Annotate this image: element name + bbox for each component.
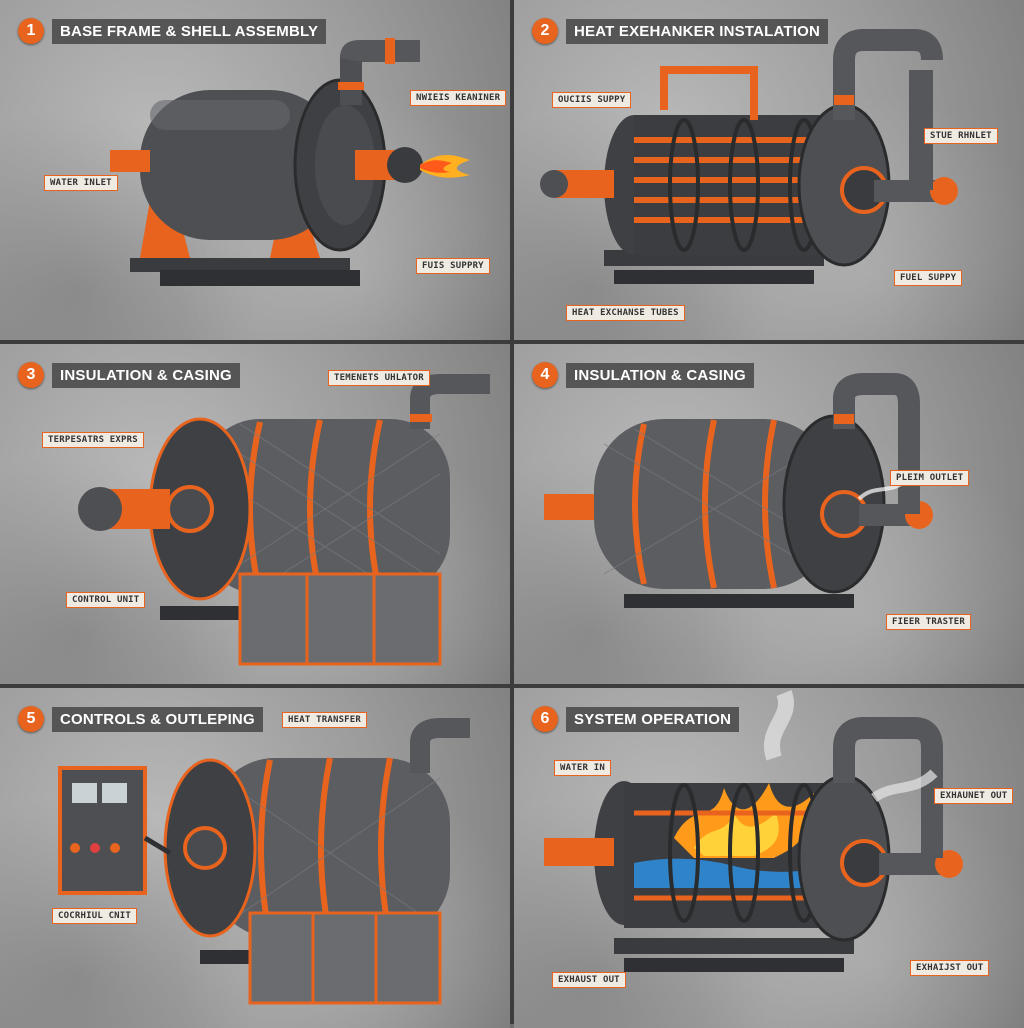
step-title: 6 SYSTEM OPERATION — [532, 706, 740, 732]
step-title: 1 BASE FRAME & SHELL ASSEMBLY — [18, 18, 327, 44]
callout-outlet: STUE RHNLET — [924, 128, 998, 144]
water-inlet-pipe — [110, 150, 150, 172]
water-inlet-pipe — [544, 838, 614, 866]
panel-step-3: 3 INSULATION & CASING TERPESATRS EXPRS T… — [0, 344, 510, 684]
callout-exhaust-top: EXHAUNET OUT — [934, 788, 1014, 804]
step-heading: SYSTEM OPERATION — [566, 706, 740, 732]
step-number-badge: 4 — [532, 362, 558, 388]
step-title: 3 INSULATION & CASING — [18, 362, 240, 388]
step-heading: INSULATION & CASING — [566, 362, 754, 388]
controls-illustration — [58, 718, 470, 1005]
step-heading: CONTROLS & OUTLEPING — [52, 706, 263, 732]
callout-plenum-outlet: PLEIM OUTLET — [890, 470, 970, 486]
step-number-badge: 2 — [532, 18, 558, 44]
heat-exchanger-illustration — [540, 29, 958, 284]
callout-exhaust-left: EXHAUST OUT — [552, 972, 626, 988]
panel-step-1: 1 BASE FRAME & SHELL ASSEMBLY WATER INLE… — [0, 0, 510, 340]
callout-exhaust-right: EXHAIJST OUT — [910, 960, 990, 976]
panel-step-6: 6 SYSTEM OPERATION WATER IN EXHAUNET OUT… — [514, 688, 1024, 1028]
step-number-badge: 6 — [532, 706, 558, 732]
panel-step-4: 4 INSULATION & CASING PLEIM OUTLET FIEER… — [514, 344, 1024, 684]
callout-temperature-sensor: TERPESATRS EXPRS — [42, 432, 144, 448]
callout-insulator: TEMENETS UHLATOR — [328, 370, 430, 386]
step-title: 2 HEAT EXEHANKER INSTALATION — [532, 18, 829, 44]
callout-water-inlet: WATER INLET — [44, 175, 118, 191]
callout-heat-exchange-tubes: HEAT EXCHANSE TUBES — [566, 305, 685, 321]
callout-water-in: WATER IN — [554, 760, 611, 776]
step-number-badge: 1 — [18, 18, 44, 44]
base-frame — [130, 258, 350, 272]
casing-panels — [238, 572, 442, 666]
callout-fuel-supply: FUIS SUPPRY — [416, 258, 490, 274]
lifting-crane — [660, 66, 758, 120]
base-skid — [160, 270, 360, 286]
step-heading: INSULATION & CASING — [52, 362, 240, 388]
insulation-casing-illustration — [78, 374, 490, 666]
step-heading: HEAT EXEHANKER INSTALATION — [566, 18, 829, 44]
insulated-shell — [210, 758, 450, 938]
inlet-pipe — [544, 494, 594, 520]
insulated-shell — [594, 419, 834, 589]
casing-panels — [248, 911, 442, 1005]
step-heading: BASE FRAME & SHELL ASSEMBLY — [52, 18, 327, 44]
stack-pipe — [833, 373, 920, 514]
panel-step-5: 5 CONTROLS & OUTLEPING HEAT TRANSFER COC… — [0, 688, 510, 1028]
callout-supply: OUCIIS SUPPY — [552, 92, 632, 108]
callout-control-unit: COCRHIUL CNIT — [52, 908, 138, 924]
callout-control-unit: CONTROL UNIT — [66, 592, 146, 608]
exhaust-stack — [833, 717, 943, 858]
step-title: 4 INSULATION & CASING — [532, 362, 754, 388]
insulated-boiler-illustration — [544, 373, 933, 608]
steam-plume — [764, 690, 794, 761]
callout-fuel-supply: FUEL SUPPY — [894, 270, 963, 286]
callout-fiber-transfer: FIEER TRASTER — [886, 614, 972, 630]
callout-burner: NWIEIS KEANINER — [410, 90, 507, 106]
panel-step-2: 2 HEAT EXEHANKER INSTALATION OUCIIS SUPP… — [514, 0, 1024, 340]
step-number-badge: 3 — [18, 362, 44, 388]
callout-heat-transfer: HEAT TRANSFER — [282, 712, 368, 728]
step-number-badge: 5 — [18, 706, 44, 732]
boiler-shell-illustration — [110, 38, 470, 286]
top-outlet-pipe — [340, 55, 362, 105]
system-operation-illustration — [544, 690, 963, 972]
step-title: 5 CONTROLS & OUTLEPING — [18, 706, 263, 732]
